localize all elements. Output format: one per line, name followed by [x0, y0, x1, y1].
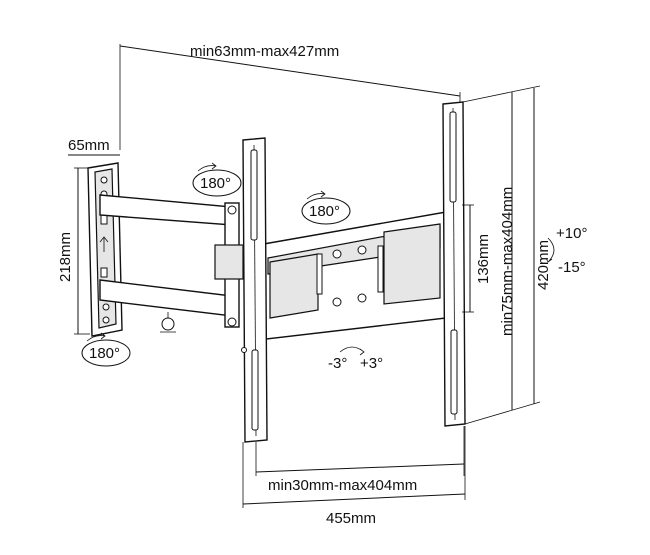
articulating-arms — [99, 194, 244, 333]
wall-hole-3 — [100, 214, 108, 225]
tv-bracket-plate — [257, 211, 447, 341]
center-spacing-label: 136mm — [475, 234, 492, 284]
wall-hole-6 — [102, 316, 110, 324]
right-rail-slot-bottom — [450, 329, 458, 415]
left-rail-slot-bottom — [251, 349, 259, 431]
rotation-label-top: 180° — [200, 175, 231, 192]
plate-height-ext-top — [462, 85, 541, 103]
joint-bolt-bottom — [227, 317, 237, 327]
wall-hole-5 — [102, 303, 110, 311]
vertical-spacing-dimension: min75mm-max404mm — [499, 92, 516, 410]
plate-width-dimension: 455mm — [242, 426, 466, 527]
vertical-spacing-label: min75mm-max404mm — [499, 187, 516, 336]
wall-hole-4 — [100, 267, 108, 278]
rotate-arrow-icon — [86, 332, 106, 342]
crossbar-cutout-right — [383, 223, 441, 305]
rotation-badge-arm-top: 180° — [192, 162, 242, 197]
arm-center-block — [214, 244, 244, 280]
center-spacing-dimension: 136mm — [462, 204, 492, 313]
rotation-badge-arm-bottom: 180° — [81, 332, 131, 367]
slot-right — [377, 245, 384, 293]
level-plus-label: +3° — [360, 355, 383, 372]
horizontal-spacing-label: min30mm-max404mm — [268, 477, 417, 494]
rotation-label-mid: 180° — [309, 203, 340, 220]
wall-depth-label: 65mm — [68, 137, 110, 154]
lock-ring-icon — [161, 317, 175, 331]
plate-height-ext-bottom — [464, 401, 541, 425]
up-arrow-icon — [99, 236, 109, 252]
wall-plate — [87, 162, 123, 337]
rotation-badge-arm-mid: 180° — [301, 190, 351, 225]
plate-height-dimension: 420mm — [462, 85, 552, 425]
plate-width-label: 455mm — [326, 510, 376, 527]
level-minus-label: -3° — [328, 355, 347, 372]
horizontal-spacing-line — [255, 463, 465, 473]
plate-height-label: 420mm — [535, 240, 552, 290]
tilt-arrow-icon — [545, 237, 555, 263]
slot-left — [316, 253, 323, 295]
rotation-ellipse-top — [192, 169, 242, 197]
rotate-arrow-icon — [306, 190, 326, 200]
wall-height-dimension: 218mm — [57, 167, 90, 335]
left-rail-screw — [241, 347, 247, 353]
arm-extension-line — [119, 45, 461, 97]
wall-hole-1 — [100, 176, 108, 184]
crossbar-cutout-left — [269, 253, 319, 319]
tilt-up-label: +10° — [556, 225, 587, 242]
wall-depth-dimension: 65mm — [68, 137, 120, 156]
level-arrow-icon — [339, 346, 365, 356]
rotation-label-bottom: 180° — [89, 345, 120, 362]
vesa-hole-2 — [357, 245, 367, 255]
tilt-indicator: +10° -15° — [545, 225, 587, 276]
level-adjust-indicator: -3° +3° — [328, 346, 383, 372]
arm-extension-label: min63mm-max427mm — [190, 43, 339, 60]
lock-ring-stem — [160, 312, 176, 333]
rotate-arrow-icon — [197, 162, 217, 172]
tilt-down-label: -15° — [558, 259, 586, 276]
rotation-ellipse-bottom — [81, 339, 131, 367]
left-rail-slot-top — [250, 149, 258, 241]
horizontal-spacing-dimension: min30mm-max404mm — [255, 426, 465, 494]
vesa-hole-1 — [332, 249, 342, 259]
vertical-rail-right — [442, 101, 466, 427]
joint-bolt-top — [227, 205, 237, 215]
plate-width-line — [242, 493, 466, 505]
rotation-ellipse-mid — [301, 197, 351, 225]
vertical-rail-left — [241, 137, 268, 443]
right-rail-slot-top — [449, 111, 457, 203]
vesa-hole-4 — [357, 293, 367, 303]
vesa-hole-3 — [332, 297, 342, 307]
arm-extension-dimension: min63mm-max427mm — [119, 43, 461, 150]
wall-height-label: 218mm — [57, 232, 74, 282]
